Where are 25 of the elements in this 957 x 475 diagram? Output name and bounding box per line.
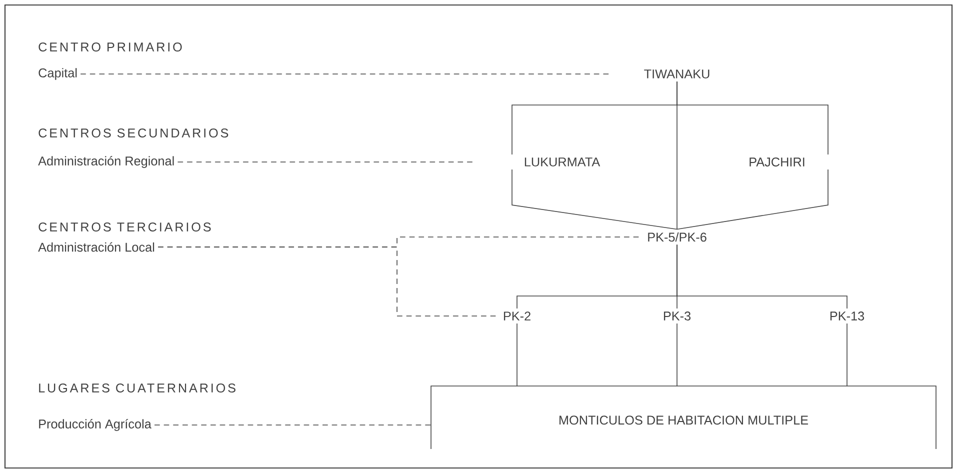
site-label: PK-2 [504,312,530,320]
level-label: Producción Agrícola [39,419,152,431]
level-heading: CENTROS SECUNDARIOS [38,128,228,138]
level-heading: LUGARES CUATERNARIOS [39,384,236,392]
tree-line [676,244,848,309]
site-label: PK-3 [664,312,691,320]
tree-line [512,169,678,230]
tree-line [516,323,518,386]
site-label: LUKURMATA [524,158,600,166]
level-heading: CENTRO PRIMARIO [38,42,182,52]
site-label: PK-13 [830,312,864,320]
site-label: PK-5/PK-6 [648,232,706,242]
habitation-box: MONTICULOS DE HABITACION MULTIPLE [430,386,936,450]
level-heading: CENTROS TERCIARIOS [38,222,211,232]
site-label: PAJCHIRI [750,158,804,166]
tree-line [676,323,678,386]
level-label: Administración Regional [38,156,174,168]
connector-line [154,424,431,426]
tree-line [846,323,848,386]
tree-line [676,81,678,230]
tree-line [676,169,828,230]
site-label: TIWANAKU [644,70,710,78]
level-label: Administración Local [38,242,154,252]
level-label: Capital [38,68,77,80]
connector-line [158,246,496,316]
